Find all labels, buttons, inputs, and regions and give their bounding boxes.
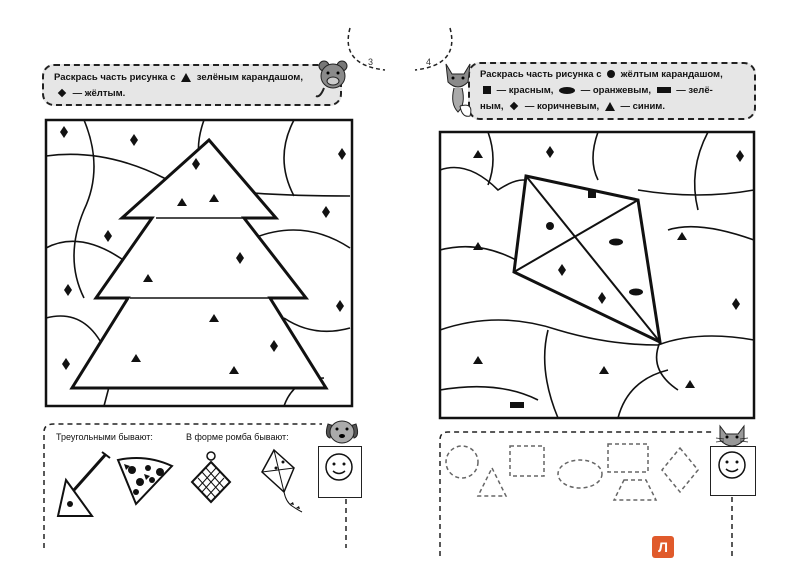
ellipse-icon bbox=[559, 86, 576, 94]
left-bottom-frame bbox=[43, 423, 347, 548]
triangle-icon bbox=[181, 72, 192, 82]
left-instruction-box: Раскрась часть рисунка с зелёным каранда… bbox=[42, 64, 342, 106]
instruction-red: — красным, bbox=[496, 85, 554, 96]
bear-icon bbox=[315, 60, 348, 98]
triangular-label: Треугольными бывают: bbox=[56, 432, 153, 442]
left-instruction-line2: — жёлтым. bbox=[72, 88, 126, 99]
page-number-right: 4 bbox=[426, 57, 432, 67]
square-icon bbox=[483, 86, 491, 95]
right-instruction-line1-end: жёлтым карандашом, bbox=[620, 69, 723, 80]
page-number-arcs bbox=[347, 27, 453, 71]
rectangle-icon bbox=[656, 87, 671, 94]
right-kite-puzzle bbox=[438, 130, 756, 420]
instruction-brown: — коричневым, bbox=[524, 101, 600, 112]
smiley-icon bbox=[325, 453, 353, 481]
diamond-icon bbox=[509, 102, 519, 111]
potholder-icon bbox=[190, 451, 232, 504]
left-instruction-line1-end: зелёным карандашом, bbox=[196, 72, 303, 83]
dashed-shapes-tracing bbox=[445, 443, 699, 501]
triangle-icon bbox=[604, 101, 615, 111]
left-instruction-line1: Раскрась часть рисунка с bbox=[54, 72, 176, 83]
smiley-icon bbox=[718, 451, 746, 479]
circle-icon bbox=[607, 70, 616, 79]
dog-icon bbox=[325, 420, 359, 444]
right-bottom-frame bbox=[439, 431, 733, 556]
left-tree-puzzle bbox=[44, 118, 354, 408]
right-instruction-box: Раскрась часть рисунка с жёлтым карандаш… bbox=[468, 62, 756, 120]
page-number-left: 3 bbox=[368, 57, 374, 67]
diamond-icon bbox=[57, 89, 67, 98]
instruction-green: — зелё- bbox=[676, 85, 713, 96]
instruction-blue: — синим. bbox=[620, 101, 665, 112]
fox-icon bbox=[445, 63, 472, 117]
kite-toy-icon bbox=[261, 448, 303, 513]
instruction-green-cont: ным, bbox=[480, 101, 504, 112]
pizza-slice-icon bbox=[116, 457, 174, 506]
publisher-badge: Л bbox=[652, 536, 674, 558]
balalaika-icon bbox=[56, 451, 111, 517]
rhombus-label: В форме ромба бывают: bbox=[186, 432, 289, 442]
cat-icon bbox=[715, 424, 749, 447]
instruction-orange: — оранжевым, bbox=[580, 85, 651, 96]
right-instruction-line1: Раскрась часть рисунка с bbox=[480, 69, 602, 80]
